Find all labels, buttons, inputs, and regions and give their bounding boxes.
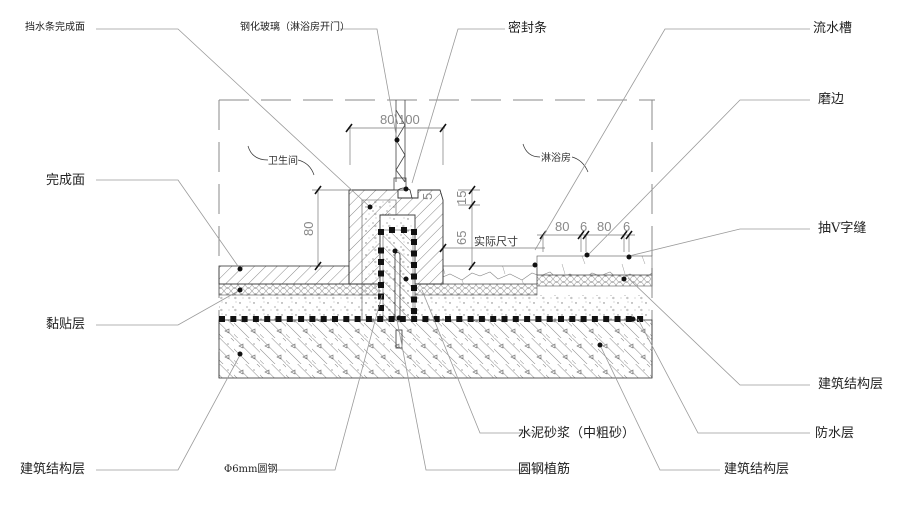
shower-stone-mid	[442, 265, 538, 285]
waterproof-dot	[401, 227, 407, 233]
waterproof-dot	[535, 316, 542, 322]
waterproof-dot	[637, 316, 644, 322]
waterproof-dot	[512, 316, 519, 322]
label-waterproof-layer: 防水层	[815, 426, 855, 441]
waterproof-dot	[490, 316, 497, 322]
waterproof-dot	[591, 316, 598, 322]
dim-tile-2: 80	[597, 219, 611, 234]
steel-rod	[394, 252, 403, 349]
shower-stone-right	[536, 255, 653, 276]
waterproof-dot	[558, 316, 564, 322]
waterproof-dot	[411, 250, 417, 257]
waterproof-dot	[219, 316, 225, 322]
label-v-groove: 抽V字缝	[818, 221, 867, 236]
waterproof-dot	[275, 316, 282, 322]
waterproof-dot	[411, 316, 418, 322]
waterproof-dot	[625, 316, 632, 322]
waterproof-layer-dots	[219, 227, 644, 322]
waterproof-dot	[252, 316, 259, 322]
adhesive-layer-mid	[414, 283, 538, 296]
waterproof-dot	[411, 229, 417, 235]
label-edge-grinding: 磨边	[818, 92, 845, 107]
dim-glass-width: 80\100	[380, 112, 420, 127]
waterproof-dot	[378, 259, 384, 265]
waterproof-dot	[377, 316, 384, 322]
room-label-shower: 淋浴房	[541, 151, 571, 164]
label-building-structure-right: 建筑结构层	[818, 377, 884, 392]
waterproof-dot	[389, 227, 395, 233]
waterproof-dot	[614, 316, 621, 322]
dim-step-15: 15	[454, 191, 469, 205]
waterproof-dot	[411, 285, 417, 291]
waterproof-dot	[411, 273, 417, 280]
room-arrow-shower	[522, 143, 589, 173]
adhesive-layer-left	[218, 283, 380, 296]
dimension-ticks	[314, 123, 633, 271]
dim-step-small: 5	[420, 193, 435, 200]
waterproof-dot	[309, 316, 316, 322]
waterproof-dot	[399, 316, 406, 322]
leader-dots	[237, 137, 636, 357]
label-finish-surface: 完成面	[46, 173, 86, 188]
waterproof-dot	[478, 316, 485, 322]
room-arrow-bathroom	[247, 145, 315, 176]
label-water-bar-finish: 挡水条完成面	[25, 22, 85, 33]
waterproof-dot	[378, 247, 384, 254]
waterproof-dot	[569, 316, 576, 322]
mortar-layer	[219, 295, 652, 320]
waterproof-dot	[378, 293, 384, 300]
waterproof-dot	[501, 316, 508, 322]
dim-left-height: 80	[301, 222, 316, 236]
waterproof-dot	[320, 316, 327, 322]
waterproof-dot	[298, 316, 305, 322]
leader-lines	[96, 28, 810, 471]
label-building-structure-bottom: 建筑结构层	[724, 462, 790, 477]
waterproof-dot	[524, 316, 531, 322]
dim-actual-size: 实际尺寸	[474, 234, 518, 248]
waterproof-dot	[411, 308, 417, 314]
dim-gap-2: 6	[623, 219, 630, 234]
label-adhesive-layer: 黏贴层	[46, 317, 86, 332]
label-tempered-glass: 钢化玻璃（淋浴房开门）	[240, 22, 350, 33]
room-label-bathroom: 卫生间	[268, 154, 298, 167]
label-building-structure-left: 建筑结构层	[20, 462, 86, 477]
label-steel-bar-planting: 圆钢植筋	[518, 462, 571, 477]
dim-tile-1: 80	[555, 219, 569, 234]
waterproof-dot	[378, 305, 384, 311]
waterproof-dot	[411, 262, 417, 268]
waterproof-dot	[378, 229, 384, 235]
waterproof-dot	[411, 239, 417, 245]
waterproof-dot	[456, 316, 463, 322]
waterproof-dot	[467, 316, 474, 322]
label-cement-mortar: 水泥砂浆（中粗砂）	[518, 426, 636, 441]
waterproof-dot	[445, 316, 451, 322]
structural-slab	[218, 319, 653, 379]
dim-gap-1: 6	[580, 219, 587, 234]
waterproof-dot	[603, 316, 610, 322]
waterproof-dot	[332, 316, 338, 322]
waterproof-dot	[286, 316, 293, 322]
waterproof-dot	[580, 316, 587, 322]
waterproof-dot	[343, 316, 350, 322]
label-round-steel: Φ6mm圆钢	[224, 464, 278, 475]
waterproof-dot	[388, 316, 395, 322]
waterproof-dot	[230, 316, 237, 322]
waterproof-dot	[354, 316, 361, 322]
waterproof-dot	[378, 282, 384, 288]
waterproof-dot	[433, 316, 440, 322]
waterproof-dot	[546, 316, 553, 322]
waterproof-dot	[422, 316, 429, 322]
label-drain-groove: 流水槽	[813, 21, 853, 36]
dim-height-65: 65	[454, 231, 469, 245]
waterproof-dot	[411, 296, 417, 303]
waterproof-dot	[241, 316, 248, 322]
waterproof-dot	[365, 316, 372, 322]
label-seal-strip: 密封条	[508, 21, 548, 36]
waterproof-dot	[378, 270, 384, 277]
anchor-block	[382, 229, 414, 321]
waterproof-dot	[264, 316, 271, 322]
